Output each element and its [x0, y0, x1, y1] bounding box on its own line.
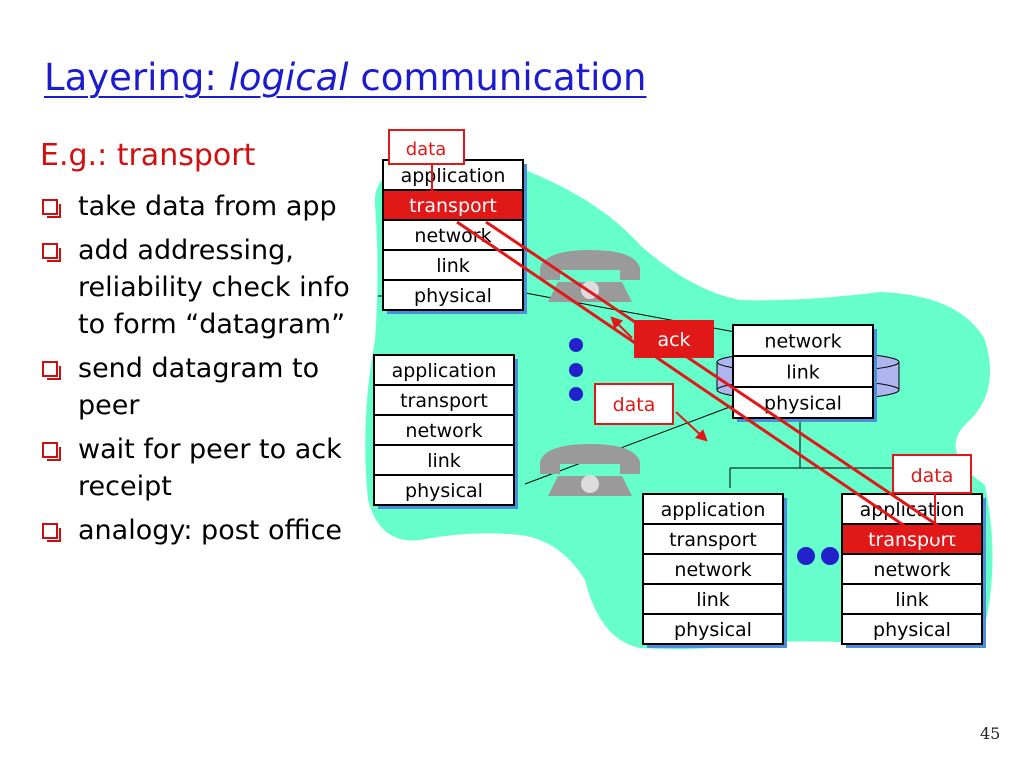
layer-box-transport — [642, 523, 784, 555]
layer-box-transport — [373, 384, 515, 416]
bullet-text: take data from app — [78, 191, 337, 222]
checkbox-bullet-icon — [42, 243, 61, 262]
layer-label-application: application — [392, 360, 497, 382]
bullet-text: add addressing, reliability check info t… — [78, 235, 350, 340]
layer-box-physical — [732, 386, 874, 419]
label-ack: ack — [634, 320, 714, 358]
layer-label-transport: transport — [400, 390, 488, 412]
layer-label-link: link — [895, 589, 929, 611]
layer-label-network: network — [674, 559, 751, 581]
layer-label-physical: physical — [873, 619, 951, 641]
stack-host-top-left: application transport network link physical — [382, 159, 527, 314]
layer-box-network — [732, 324, 874, 357]
bullet-item: wait for peer to ack receipt — [40, 431, 360, 505]
title-rest: communication — [348, 56, 647, 99]
layer-label-link: link — [786, 362, 820, 384]
layer-label-application: application — [401, 165, 506, 187]
label-data-top-text: data — [406, 139, 447, 160]
title-italic: logical — [228, 56, 349, 99]
checkbox-bullet-icon — [42, 442, 61, 461]
layer-box-network — [373, 414, 515, 446]
stack-host-bottom-mid: application transport network link physical — [642, 493, 787, 648]
ellipsis-dots — [569, 338, 839, 565]
checkbox-bullet-icon — [42, 199, 61, 218]
layer-label-physical: physical — [674, 619, 752, 641]
layer-box-network — [382, 219, 524, 251]
slide-title: Layering: logical communication — [44, 56, 647, 99]
example-heading: E.g.: transport — [40, 138, 256, 173]
layer-label-application: application — [860, 499, 965, 521]
bullet-item: analogy: post office — [40, 512, 360, 549]
layer-box-physical — [841, 613, 983, 645]
layer-label-physical: physical — [764, 393, 842, 415]
stack-host-mid-left: application transport network link physical — [373, 354, 518, 509]
layer-box-link — [841, 583, 983, 615]
label-data-right-text: data — [911, 465, 954, 487]
ack-flow-line — [456, 220, 919, 537]
checkbox-bullet-icon — [42, 361, 61, 380]
bullet-text: wait for peer to ack receipt — [78, 434, 342, 502]
flow-arrows — [426, 164, 953, 543]
layer-label-network: network — [873, 559, 950, 581]
layer-box-link — [382, 249, 524, 281]
layer-label-transport: transport — [669, 529, 757, 551]
layer-label-link: link — [436, 255, 470, 277]
protocol-stacks: applicationtransportnetworklinkphysicala… — [373, 159, 986, 648]
data-label-pointer — [675, 411, 708, 442]
layer-box-link — [732, 355, 874, 388]
layer-label-network: network — [764, 331, 841, 353]
layer-box-application — [373, 354, 515, 386]
layer-box-physical — [382, 279, 524, 311]
layer-label-application: application — [661, 499, 766, 521]
layer-box-physical — [642, 613, 784, 645]
bullet-item: take data from app — [40, 188, 360, 225]
layer-box-physical — [373, 474, 515, 506]
layer-label-physical: physical — [405, 480, 483, 502]
layer-label-network: network — [414, 225, 491, 247]
layer-box-network — [841, 553, 983, 585]
ack-label-pointer — [610, 316, 633, 339]
data-flow-line — [485, 220, 953, 537]
layer-label-link: link — [696, 589, 730, 611]
layer-label-physical: physical — [414, 285, 492, 307]
layer-box-application — [642, 493, 784, 525]
bullet-text: analogy: post office — [78, 515, 343, 546]
telephone-icon — [540, 444, 640, 496]
layer-box-link — [373, 444, 515, 476]
label-data-top: data — [388, 129, 465, 165]
stack-router: network link physical — [732, 324, 877, 422]
layer-label-transport: transport — [409, 195, 497, 217]
label-data-mid-text: data — [613, 394, 656, 416]
label-data-right: data — [892, 454, 972, 494]
layer-label-network: network — [405, 420, 482, 442]
bullet-text: send datagram to peer — [78, 353, 320, 421]
title-plain: Layering: — [44, 56, 229, 99]
bullet-item: send datagram to peer — [40, 350, 360, 424]
bullet-item: add addressing, reliability check info t… — [40, 232, 360, 343]
label-ack-text: ack — [657, 329, 690, 351]
layer-label-link: link — [427, 450, 461, 472]
page-number: 45 — [980, 724, 1001, 743]
bullet-list: take data from app add addressing, relia… — [40, 188, 360, 556]
checkbox-bullet-icon — [42, 523, 61, 542]
label-data-mid: data — [594, 383, 674, 425]
